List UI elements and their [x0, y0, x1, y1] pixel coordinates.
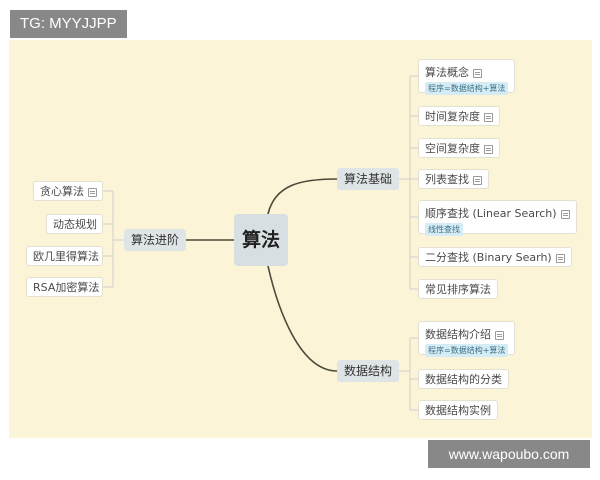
node-label: 贪心算法	[40, 185, 84, 198]
node-label: 数据结构的分类	[425, 373, 502, 386]
node-linear-search[interactable]: 顺序查找 (Linear Search) 线性查找	[418, 200, 577, 236]
node-common-sorting[interactable]: 常见排序算法	[418, 279, 498, 299]
node-subnote: 程序=数据结构+算法	[425, 82, 509, 95]
note-icon	[473, 175, 482, 185]
node-binary-search[interactable]: 二分查找 (Binary Searh)	[418, 247, 572, 267]
branch-advanced[interactable]: 算法进阶	[124, 229, 187, 251]
node-dynamic-programming[interactable]: 动态规划	[46, 214, 103, 234]
root-node[interactable]: 算法	[234, 214, 288, 266]
node-euclid[interactable]: 欧几里得算法	[26, 246, 103, 266]
node-label: 列表查找	[425, 173, 469, 186]
node-ds-classification[interactable]: 数据结构的分类	[418, 369, 509, 389]
connector-root-datastruct	[267, 265, 338, 372]
node-label: 常见排序算法	[425, 283, 491, 296]
note-icon	[473, 68, 482, 78]
node-greedy[interactable]: 贪心算法	[33, 181, 103, 201]
node-label: 动态规划	[53, 218, 97, 231]
node-label: 时间复杂度	[425, 110, 480, 123]
node-ds-intro[interactable]: 数据结构介绍 程序=数据结构+算法	[418, 321, 516, 357]
node-label: 顺序查找 (Linear Search)	[425, 207, 557, 220]
connector-root-basics	[267, 178, 338, 215]
node-algorithm-concept[interactable]: 算法概念 程序=数据结构+算法	[418, 59, 516, 95]
node-label: 数据结构介绍	[425, 328, 491, 341]
node-label: 欧几里得算法	[33, 250, 99, 263]
note-icon	[484, 112, 493, 122]
node-label: 算法概念	[425, 66, 469, 79]
node-label: 空间复杂度	[425, 142, 480, 155]
note-icon	[555, 253, 565, 263]
note-icon	[88, 187, 97, 197]
node-ds-examples[interactable]: 数据结构实例	[418, 400, 498, 420]
note-icon	[560, 209, 570, 219]
node-time-complexity[interactable]: 时间复杂度	[418, 106, 500, 126]
node-space-complexity[interactable]: 空间复杂度	[418, 138, 500, 158]
node-subnote: 线性查找	[425, 223, 463, 236]
note-icon	[495, 330, 504, 340]
node-rsa[interactable]: RSA加密算法	[26, 277, 103, 297]
node-subnote: 程序=数据结构+算法	[425, 344, 509, 357]
branch-basics[interactable]: 算法基础	[337, 168, 400, 190]
node-list-search[interactable]: 列表查找	[418, 169, 489, 189]
node-label: 二分查找 (Binary Searh)	[425, 251, 552, 264]
note-icon	[484, 144, 493, 154]
watermark-bottom: www.wapoubo.com	[428, 440, 590, 468]
node-label: 数据结构实例	[425, 404, 491, 417]
branch-data-structures[interactable]: 数据结构	[337, 360, 400, 382]
node-label: RSA加密算法	[33, 281, 100, 294]
watermark-top: TG: MYYJJPP	[10, 10, 127, 38]
